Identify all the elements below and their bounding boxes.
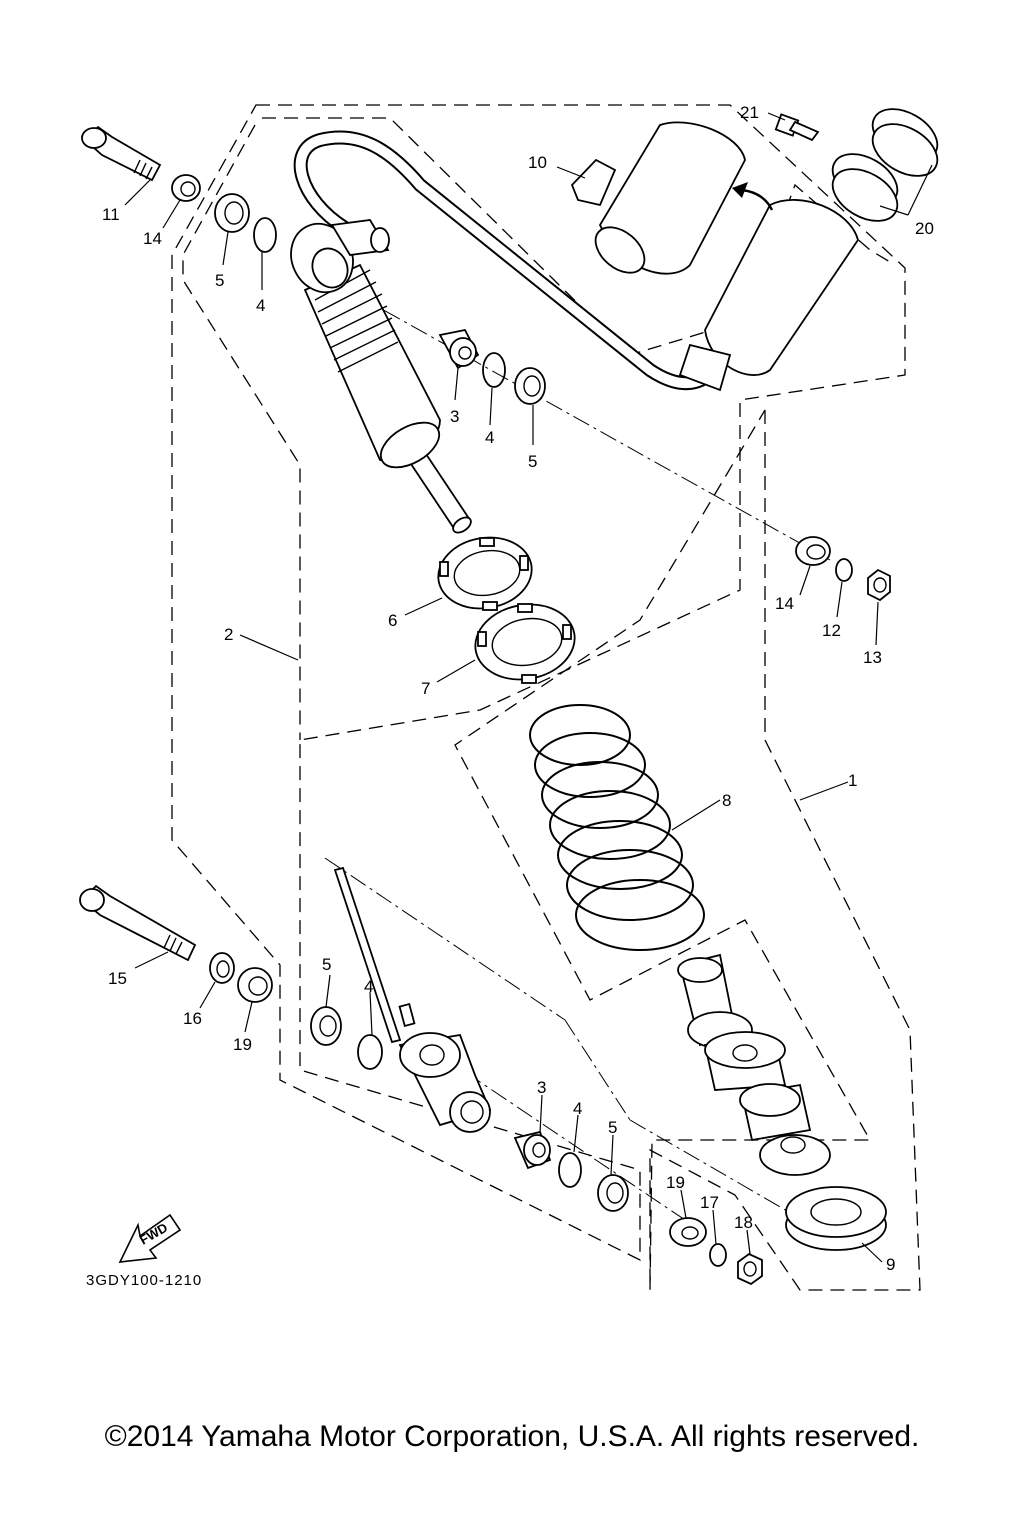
lower-clevis xyxy=(398,1032,492,1133)
callout-4: 4 xyxy=(573,1099,582,1118)
callout-14: 14 xyxy=(775,594,794,613)
reservoir-hose xyxy=(293,130,720,391)
part-14-collar-upper xyxy=(171,174,201,202)
callout-3: 3 xyxy=(450,407,459,426)
callout-20: 20 xyxy=(915,219,934,238)
part-16-washer xyxy=(209,952,235,984)
callout-9: 9 xyxy=(886,1255,895,1274)
callout-18: 18 xyxy=(734,1213,753,1232)
part-11-bolt xyxy=(81,125,162,182)
callout-1: 1 xyxy=(848,771,857,790)
part-4-circlip-mid xyxy=(482,352,506,388)
part-8-spring xyxy=(529,704,705,951)
callout-5: 5 xyxy=(528,452,537,471)
callout-19: 19 xyxy=(666,1173,685,1192)
callout-labels: 11 14 5 4 10 21 20 3 4 5 6 7 2 14 12 13 … xyxy=(102,103,934,1274)
callout-13: 13 xyxy=(863,648,882,667)
rod-pin xyxy=(333,866,416,1044)
callout-21: 21 xyxy=(740,103,759,122)
reservoir-tank xyxy=(570,121,859,392)
part-5-bearing-lower-mid xyxy=(597,1174,629,1212)
callout-16: 16 xyxy=(183,1009,202,1028)
part-4-circlip-lower-left xyxy=(357,1034,383,1070)
part-19-collar-right xyxy=(669,1217,707,1247)
part-5-bearing-upper xyxy=(214,193,250,233)
part-6-locknut xyxy=(437,536,533,611)
shock-absorber-body xyxy=(290,219,472,534)
part-17-washer xyxy=(709,1243,727,1267)
copyright-notice: ©2014 Yamaha Motor Corporation, U.S.A. A… xyxy=(104,1420,920,1453)
callout-5: 5 xyxy=(322,955,331,974)
part-4-circlip-upper xyxy=(253,217,277,253)
callout-5: 5 xyxy=(608,1118,617,1137)
part-12-washer xyxy=(835,558,853,582)
spring-guide-stack xyxy=(677,953,831,1176)
callout-10: 10 xyxy=(528,153,547,172)
part-18-nut xyxy=(737,1252,763,1286)
callout-3: 3 xyxy=(537,1078,546,1097)
part-4-circlip-lower-mid xyxy=(558,1152,582,1188)
diagram-code: 3GDY100-1210 xyxy=(86,1272,203,1289)
callout-4: 4 xyxy=(256,296,265,315)
callout-8: 8 xyxy=(722,791,731,810)
part-9-spring-seat xyxy=(785,1186,887,1251)
callout-11: 11 xyxy=(102,205,120,224)
part-5-bearing-mid xyxy=(514,367,546,405)
part-20-clamps xyxy=(831,108,939,222)
callout-17: 17 xyxy=(700,1193,719,1212)
part-13-nut xyxy=(867,568,891,602)
callout-15: 15 xyxy=(108,969,127,988)
callout-5: 5 xyxy=(215,271,224,290)
part-3-collar-upper xyxy=(438,328,480,370)
callout-4: 4 xyxy=(485,428,494,447)
callout-4: 4 xyxy=(364,977,373,996)
part-3-collar-lower xyxy=(513,1130,552,1170)
axis-lines xyxy=(324,279,831,1231)
callout-2: 2 xyxy=(224,625,233,644)
leader-lines xyxy=(124,112,933,1263)
callout-6: 6 xyxy=(388,611,397,630)
callout-14: 14 xyxy=(143,229,162,248)
part-7-adjuster xyxy=(474,603,576,684)
part-21-bolt xyxy=(774,113,820,142)
callout-7: 7 xyxy=(421,679,430,698)
part-15-bolt xyxy=(79,884,197,962)
callout-12: 12 xyxy=(822,621,841,640)
callout-19: 19 xyxy=(233,1035,252,1054)
fwd-arrow-icon: FWD xyxy=(118,1213,182,1263)
